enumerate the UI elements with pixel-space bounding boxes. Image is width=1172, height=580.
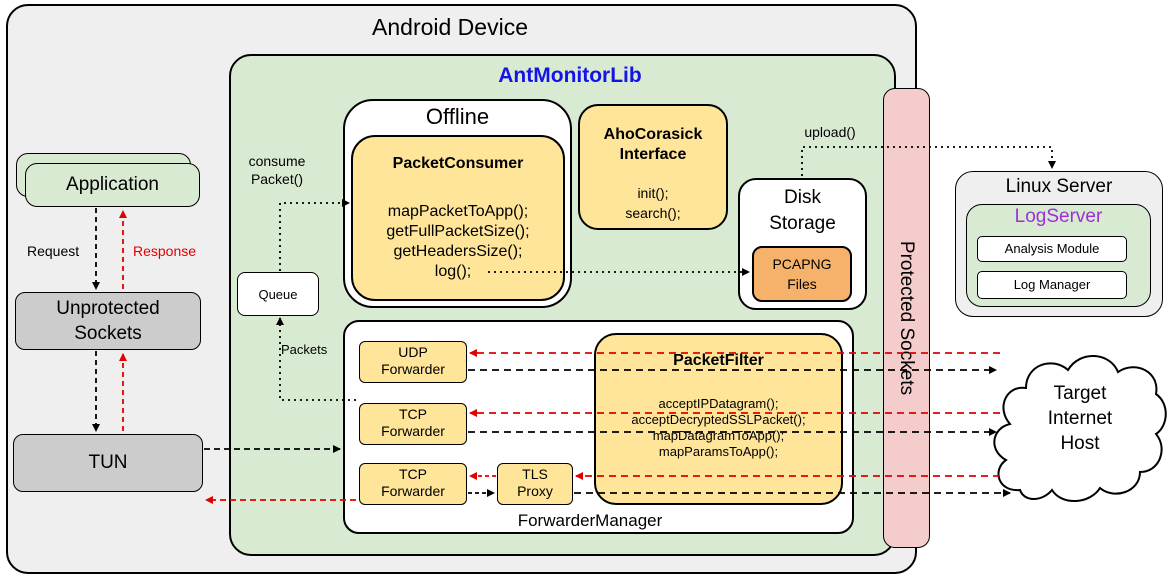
packet-consumer-methods: mapPacketToApp(); getFullPacketSize(); g… [351,202,565,282]
unprotected-sockets-label: Unprotected Sockets [15,296,201,346]
tcp-forwarder-label-1: TCP Forwarder [359,406,467,440]
tls-line-1: TLS [522,466,548,482]
analysis-module-label: Analysis Module [1004,241,1100,256]
antmonitorlib-title: AntMonitorLib [498,64,642,87]
packets-label: Packets [281,342,328,357]
packet-consumer-box [351,135,565,301]
application-box [25,163,200,207]
tcp2-line-2: Forwarder [381,483,445,499]
method-map-params-to-app: mapParamsToApp(); [658,444,779,459]
tcp1-line-1: TCP [399,406,427,422]
tun-box [13,434,203,492]
method-get-headers-size: getHeadersSize(); [393,243,523,260]
unprotected-line-2: Sockets [74,323,142,344]
pcapng-files-box [752,246,852,302]
logserver-title: LogServer [1014,206,1103,227]
consume-line-1: consume [248,153,306,169]
aho-corasick-methods: init(); search(); [578,183,728,223]
method-get-full-packet-size: getFullPacketSize(); [386,223,530,240]
tcp2-line-1: TCP [399,466,427,482]
udp-forwarder-box [359,341,467,383]
disk-title-line-2: Storage [769,213,836,234]
tcp-forwarder-label-2: TCP Forwarder [359,466,467,500]
tls-proxy-label: TLS Proxy [497,466,573,500]
target-line-3: Host [1060,433,1100,454]
packet-consumer-title: PacketConsumer [392,155,524,172]
pcapng-files-label: PCAPNG Files [752,254,852,294]
method-search: search(); [625,205,681,221]
udp-line-2: Forwarder [381,361,445,377]
method-init: init(); [637,185,669,201]
tls-proxy-box [497,463,573,505]
tcp-forwarder-box-1 [359,403,467,445]
tcp-forwarder-box-2 [359,463,467,505]
aho-corasick-title: AhoCorasick Interface [578,125,728,165]
method-accept-ip-datagram: acceptIPDatagram(); [658,396,779,411]
aho-title-line-2: Interface [619,146,687,163]
pcapng-line-2: Files [787,276,817,292]
disk-title-line-1: Disk [784,187,821,208]
method-accept-decrypted-ssl-packet: acceptDecryptedSSLPacket(); [631,412,806,427]
consume-packet-label: consume Packet() [232,152,322,188]
target-internet-host-label: Target Internet Host [1010,381,1150,456]
queue-box [237,272,319,316]
aho-title-line-1: AhoCorasick [603,126,703,143]
application-label: Application [66,174,159,195]
linux-server-title: Linux Server [1005,176,1113,197]
udp-forwarder-label: UDP Forwarder [359,344,467,378]
unprotected-sockets-box [15,292,201,350]
target-line-2: Internet [1047,408,1113,429]
target-line-1: Target [1053,383,1107,404]
offline-title: Offline [425,104,490,129]
method-map-packet-to-app: mapPacketToApp(); [387,203,529,220]
log-manager-label: Log Manager [1013,277,1091,292]
consume-line-2: Packet() [250,171,304,187]
tls-line-2: Proxy [517,483,553,499]
tun-label: TUN [88,452,128,473]
log-manager-box [977,271,1127,299]
disk-storage-title: Disk Storage [738,185,867,237]
method-log: log(); [434,263,472,280]
response-label: Response [133,243,197,259]
queue-label: Queue [258,287,298,302]
upload-label: upload() [804,124,856,140]
udp-line-1: UDP [398,344,428,360]
tcp1-line-2: Forwarder [381,423,445,439]
method-map-datagram-to-app: mapDatagramToApp(); [652,428,785,443]
packet-filter-title: PacketFilter [673,352,764,369]
aho-corasick-box [578,104,728,230]
packet-filter-methods: acceptIPDatagram(); acceptDecryptedSSLPa… [594,396,843,460]
analysis-module-box [977,236,1127,262]
unprotected-line-1: Unprotected [56,298,160,319]
protected-sockets-label: Protected Sockets [896,240,917,396]
request-label: Request [27,243,80,259]
android-device-title: Android Device [372,14,528,40]
forwarder-manager-label: ForwarderManager [517,511,663,530]
pcapng-line-1: PCAPNG [772,256,832,272]
